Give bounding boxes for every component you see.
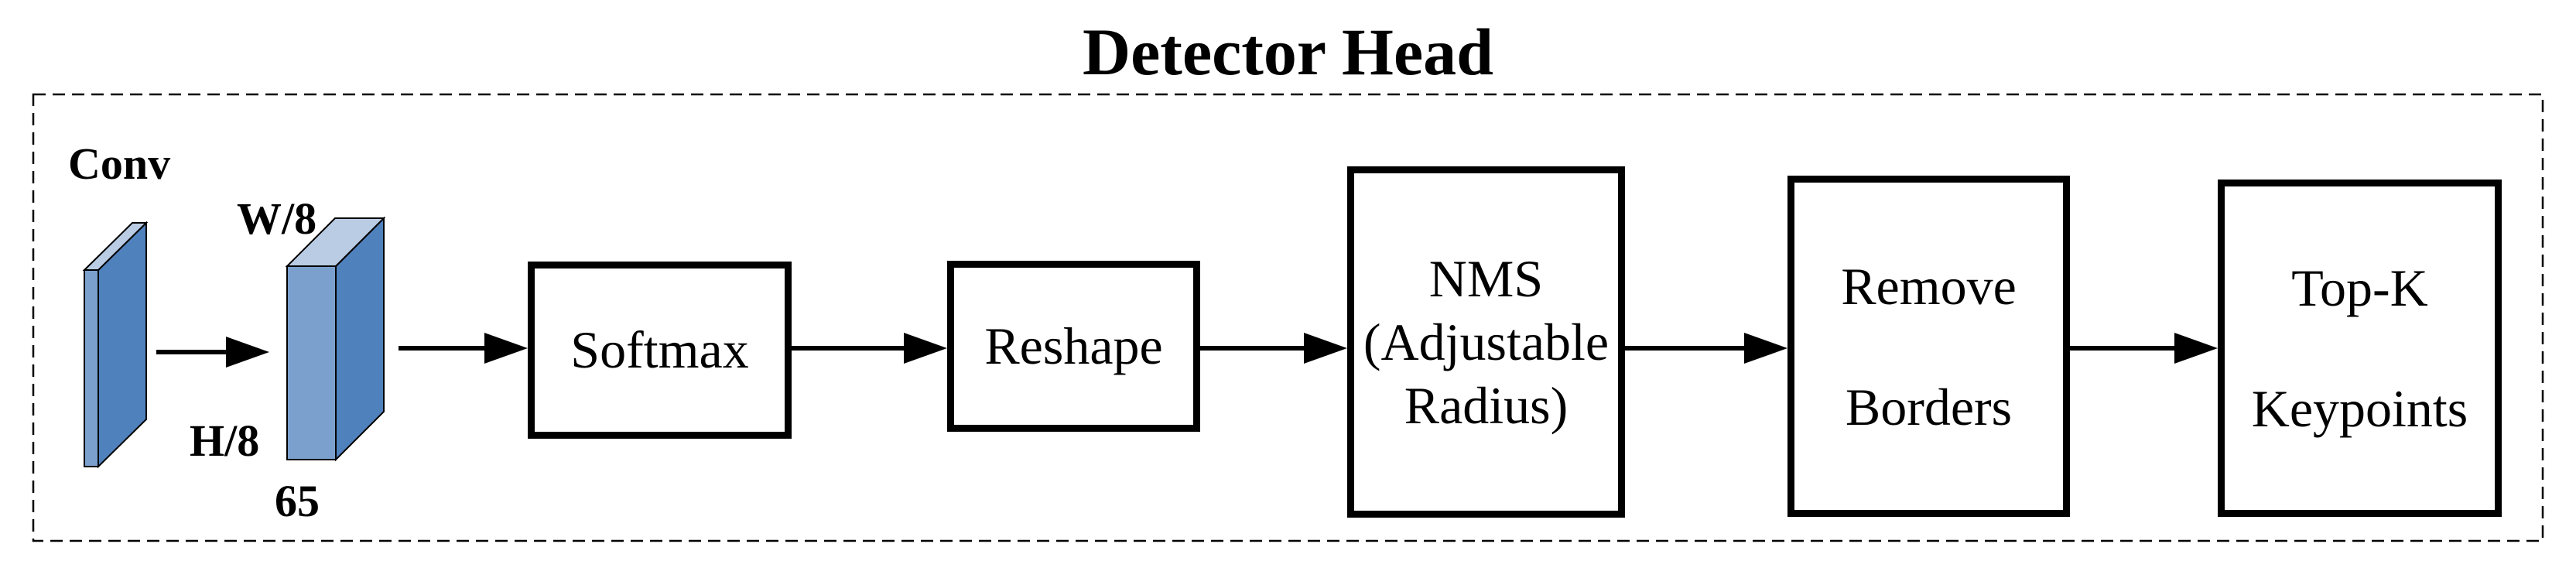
arrow-nms-to-remove-borders [1625, 333, 1787, 364]
conv-label: Conv [68, 139, 171, 189]
nms-label-line3: Radius) [1404, 376, 1569, 435]
reshape-label: Reshape [984, 316, 1163, 375]
nms-label-line2: (Adjustable [1363, 313, 1610, 371]
topk-keypoints-box: Top-K Keypoints [2218, 180, 2502, 517]
arrow-remove-borders-to-topk [2070, 333, 2218, 364]
nms-label-line1: NMS [1428, 249, 1544, 308]
reshape-box: Reshape [947, 261, 1200, 432]
arrow-head-icon [484, 333, 528, 364]
arrow-shaft [1625, 346, 1747, 351]
arrow-head-icon [1744, 333, 1787, 364]
arrow-tensor-to-softmax [399, 333, 528, 364]
arrow-reshape-to-nms [1200, 333, 1347, 364]
remove-borders-box: Remove Borders [1787, 176, 2070, 517]
arrow-head-icon [2174, 333, 2218, 364]
diagram-title: Detector Head [1083, 15, 1493, 89]
arrow-head-icon [226, 337, 269, 368]
softmax-label: Softmax [570, 320, 749, 379]
arrow-head-icon [904, 333, 947, 364]
conv-slab-3d [82, 221, 149, 469]
topk-label-line2: Keypoints [2251, 379, 2468, 438]
nms-box: NMS (Adjustable Radius) [1347, 166, 1625, 518]
arrow-conv-to-tensor [156, 337, 269, 368]
softmax-box: Softmax [528, 262, 792, 439]
dashed-region-border [32, 93, 2544, 542]
conv-slab-front-face [84, 269, 99, 467]
tensor-box-3d [285, 216, 386, 462]
arrow-shaft [2070, 346, 2177, 351]
tensor-channels-label: 65 [275, 476, 320, 526]
arrow-shaft [399, 346, 487, 351]
tensor-width-label: W/8 [237, 193, 317, 244]
topk-label-line1: Top-K [2291, 258, 2428, 317]
remove-borders-label-line2: Borders [1845, 377, 2013, 436]
arrow-head-icon [1304, 333, 1347, 364]
tensor-height-label: H/8 [190, 416, 260, 466]
arrow-shaft [156, 350, 229, 354]
arrow-shaft [1200, 346, 1307, 351]
tensor-box-front-face [286, 265, 337, 460]
remove-borders-label-line1: Remove [1841, 256, 2017, 316]
arrow-shaft [792, 346, 907, 351]
arrow-softmax-to-reshape [792, 333, 947, 364]
